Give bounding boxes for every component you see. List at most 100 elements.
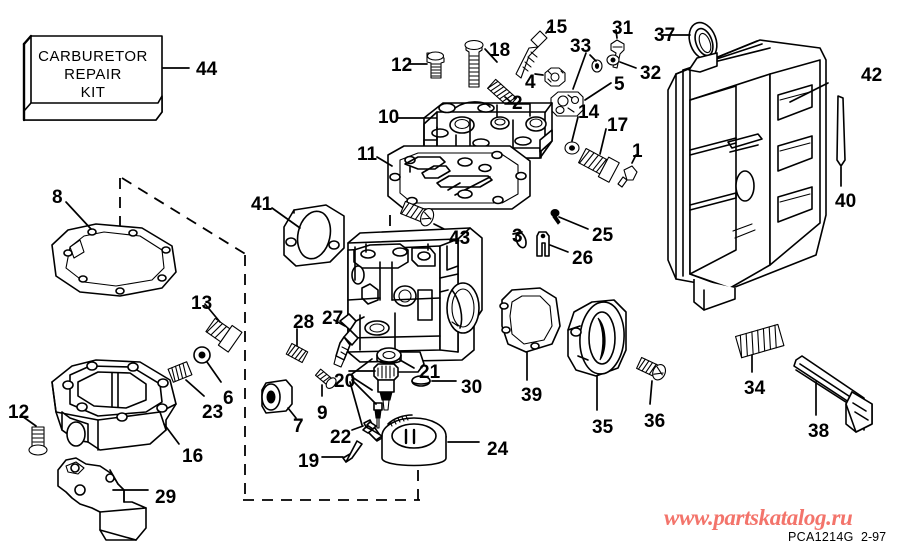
callout-39-gasket[interactable]: 39 xyxy=(521,385,543,406)
leader-13 xyxy=(204,303,221,323)
leader-7 xyxy=(287,407,297,419)
callout-17-screw[interactable]: 17 xyxy=(607,115,629,136)
callout-6-washer[interactable]: 6 xyxy=(223,388,234,409)
part-nut-23 xyxy=(167,361,193,383)
leader-11 xyxy=(376,156,393,167)
part-screw-36 xyxy=(636,356,667,381)
callout-43-screw[interactable]: 43 xyxy=(449,228,471,249)
callout-28-jet[interactable]: 28 xyxy=(293,312,315,333)
leader-17 xyxy=(599,128,607,155)
leader-2 xyxy=(504,96,513,104)
callout-11-fuel-pump-gasket[interactable]: 11 xyxy=(357,144,378,165)
leader-22 xyxy=(351,425,364,431)
callout-7-bushing[interactable]: 7 xyxy=(293,416,304,437)
leader-27 xyxy=(333,319,346,327)
callout-22-pin[interactable]: 22 xyxy=(330,427,352,448)
leader-15 xyxy=(545,25,552,34)
part-screw-12-top xyxy=(426,51,445,79)
part-washer-32 xyxy=(606,54,620,66)
callout-42-air-silencer-cover[interactable]: 42 xyxy=(861,65,883,86)
callout-5-fitting[interactable]: 5 xyxy=(614,74,625,95)
part-screw-9 xyxy=(314,368,337,389)
part-screw-18 xyxy=(464,39,484,88)
leader-14 xyxy=(571,116,579,142)
part-float-chamber-16 xyxy=(51,359,177,451)
diagram-part-number: PCA1214G xyxy=(788,530,854,544)
part-needle-valve-20 xyxy=(373,363,399,411)
leader-20-d xyxy=(351,379,377,405)
callout-26-clip[interactable]: 26 xyxy=(572,248,594,269)
callout-13-screw[interactable]: 13 xyxy=(191,293,213,314)
callout-18-screw[interactable]: 18 xyxy=(489,40,511,61)
part-screw-1 xyxy=(617,165,638,188)
part-bushing-7 xyxy=(261,379,293,414)
callout-37-seal-ring[interactable]: 37 xyxy=(654,25,676,46)
callout-33-washer[interactable]: 33 xyxy=(570,36,592,57)
diagram-revision: 2-97 xyxy=(861,530,887,544)
part-fitting-27 xyxy=(333,313,365,368)
callout-16-float-chamber[interactable]: 16 xyxy=(182,446,204,467)
part-adjustment-needle-38 xyxy=(793,355,873,433)
leader-33b xyxy=(572,52,587,90)
callout-38-adjustment-needle[interactable]: 38 xyxy=(808,421,830,442)
callout-35-intake-elbow[interactable]: 35 xyxy=(592,417,614,438)
part-air-silencer-cover-42 xyxy=(667,39,827,311)
callout-25-screw[interactable]: 25 xyxy=(592,225,614,246)
callout-12-screw[interactable]: 12 xyxy=(391,55,413,76)
leader-4 xyxy=(534,73,544,76)
callout-24-float[interactable]: 24 xyxy=(487,439,509,460)
callout-19-pin[interactable]: 19 xyxy=(298,451,320,472)
leader-12-bottom xyxy=(21,415,37,427)
callout-14-washer[interactable]: 14 xyxy=(578,102,600,123)
part-fitting-5 xyxy=(550,91,584,117)
callout-21-washer[interactable]: 21 xyxy=(419,362,441,383)
callout-20-needle-valve-assy[interactable]: 20 xyxy=(334,371,356,392)
part-screw-43 xyxy=(399,200,435,227)
part-clip-26 xyxy=(536,231,550,257)
part-gasket-39 xyxy=(499,287,561,353)
callout-32-washer[interactable]: 32 xyxy=(640,63,662,84)
callout-23-nut[interactable]: 23 xyxy=(202,402,224,423)
leader-26 xyxy=(549,244,569,253)
callout-1-screw[interactable]: 1 xyxy=(632,141,643,162)
part-pin-19 xyxy=(342,440,363,463)
part-pin-40 xyxy=(836,95,846,167)
callout-2-spring[interactable]: 2 xyxy=(512,93,523,114)
part-o-ring-30 xyxy=(411,375,431,387)
callout-10-fuel-pump-body[interactable]: 10 xyxy=(378,107,400,128)
callout-27-fitting[interactable]: 27 xyxy=(322,308,344,329)
callout-9-screw[interactable]: 9 xyxy=(317,403,328,424)
part-screw-17 xyxy=(578,147,620,183)
leader-5 xyxy=(584,82,612,101)
part-screw-12-bottom xyxy=(28,426,48,456)
callout-29-bracket[interactable]: 29 xyxy=(155,487,177,508)
leader-42 xyxy=(789,82,829,103)
callout-8-gasket[interactable]: 8 xyxy=(52,187,63,208)
part-bracket-29 xyxy=(57,457,147,541)
leader-33 xyxy=(589,54,597,62)
callout-30-o-ring[interactable]: 30 xyxy=(461,377,483,398)
leader-43 xyxy=(433,223,445,230)
leader-41 xyxy=(271,207,301,229)
callout-12-screw[interactable]: 12 xyxy=(8,402,30,423)
part-carburetor-body xyxy=(347,227,483,373)
part-screw-15 xyxy=(515,30,548,79)
part-carburetor-repair-kit xyxy=(22,34,163,122)
leader-25 xyxy=(558,216,589,230)
callout-4-nut[interactable]: 4 xyxy=(525,72,536,93)
callout-3-o-ring[interactable]: 3 xyxy=(512,226,523,247)
callout-41-spacer-flange[interactable]: 41 xyxy=(251,194,273,215)
part-washer-21 xyxy=(376,347,402,364)
part-washer-14 xyxy=(564,141,580,155)
callout-34-spring[interactable]: 34 xyxy=(744,378,766,399)
leader-20-b xyxy=(351,358,373,375)
callout-40-pin[interactable]: 40 xyxy=(835,191,857,212)
repair-kit-line-2: REPAIR xyxy=(64,66,122,83)
callout-31-screw[interactable]: 31 xyxy=(612,18,634,39)
callout-36-screw[interactable]: 36 xyxy=(644,411,666,432)
leader-1 xyxy=(631,154,637,164)
callout-44-carburetor-repair-kit[interactable]: 44 xyxy=(196,59,218,80)
part-screw-13 xyxy=(205,317,243,353)
callout-15-screw[interactable]: 15 xyxy=(546,17,568,38)
